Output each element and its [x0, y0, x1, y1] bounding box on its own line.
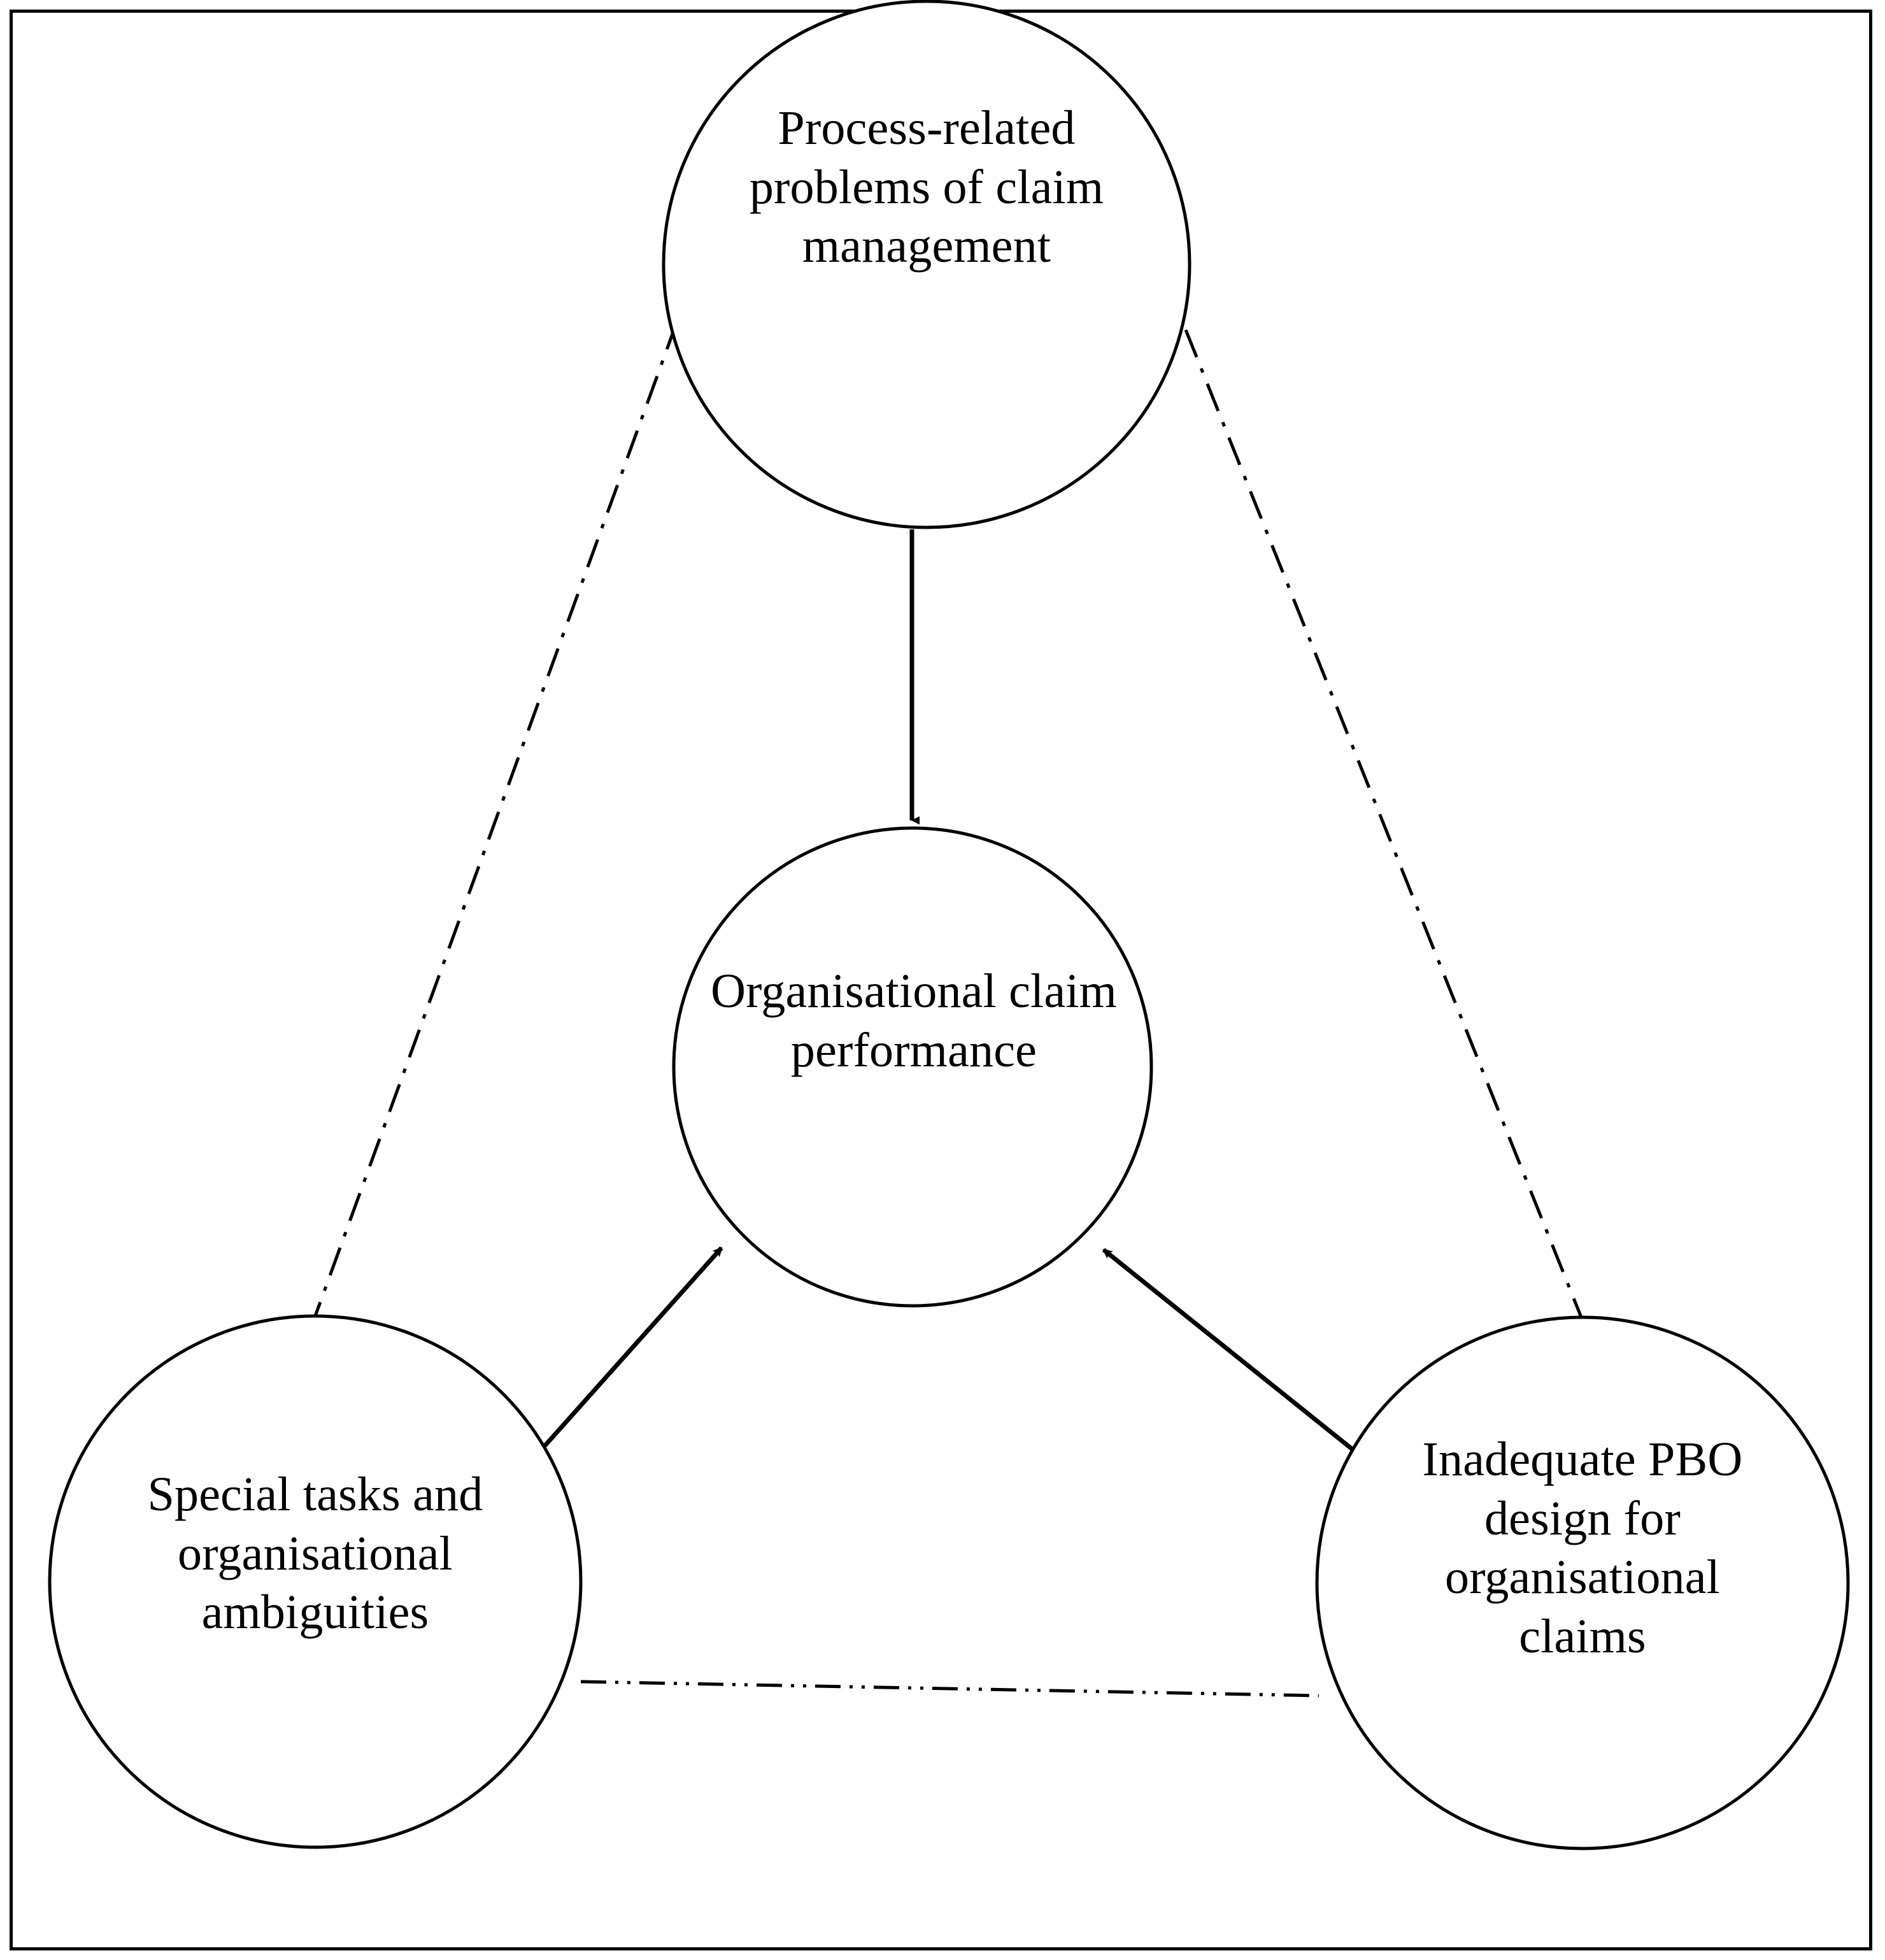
edge-top-to-bottom-left: [313, 321, 679, 1317]
node-label-organisational-claim-performance: Organisational claim performance: [711, 964, 1117, 1077]
node-circle-bottom-left[interactable]: [48, 1314, 583, 1849]
node-circle-top[interactable]: [662, 0, 1191, 529]
edge-bottom-right-to-center: [1102, 1248, 1382, 1473]
node-circle-bottom-right[interactable]: [1315, 1315, 1850, 1850]
node-circle-center[interactable]: [672, 826, 1153, 1308]
node-label-inadequate-pbo-design: Inadequate PBO design for organisational…: [1422, 1433, 1743, 1664]
edge-bottom-left-to-bottom-right: [580, 1680, 1320, 1698]
node-label-special-tasks-and-organisational-ambiguities: Special tasks and organisational ambigui…: [147, 1468, 483, 1640]
edge-top-to-bottom-right: [1184, 329, 1583, 1318]
node-label-process-related-problems: Process-related problems of claim manage…: [749, 101, 1104, 273]
edge-bottom-left-to-center: [523, 1246, 723, 1470]
